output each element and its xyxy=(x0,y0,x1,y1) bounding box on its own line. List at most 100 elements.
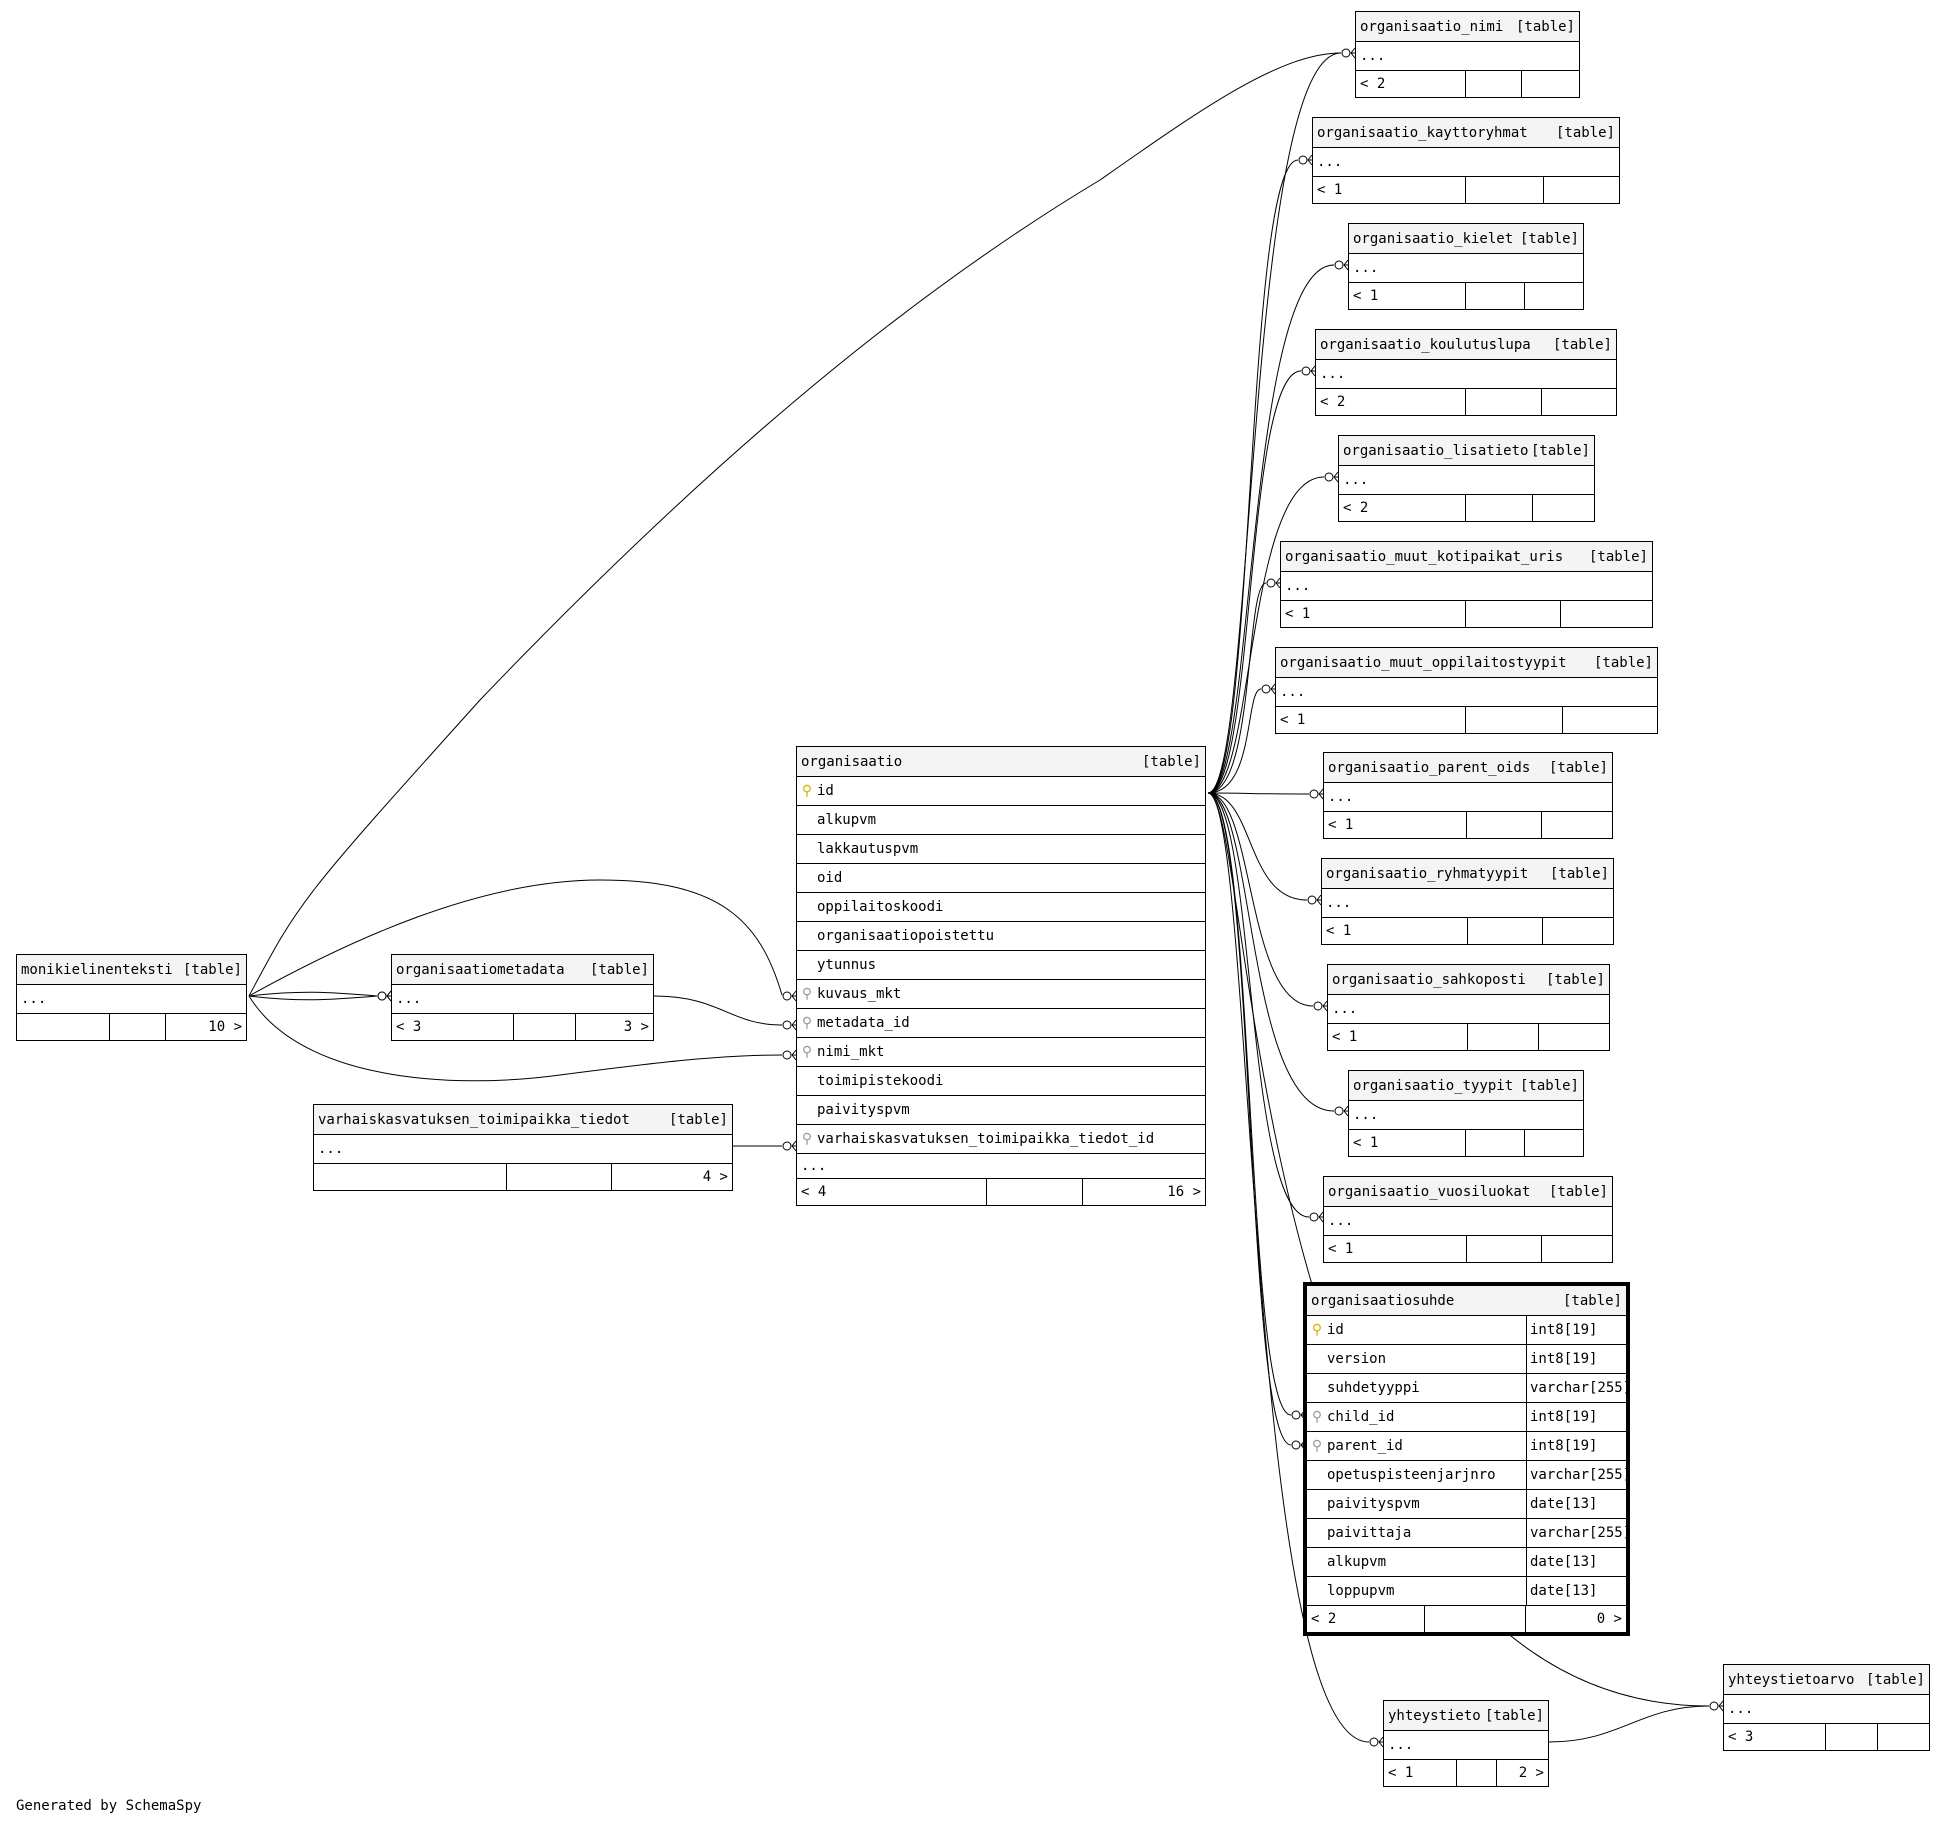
foreign-key-icon: ⚲ xyxy=(1311,1438,1323,1454)
table-name: organisaatio_tyypit xyxy=(1353,1077,1514,1094)
table-name: varhaiskasvatuksen_toimipaikka_tiedot xyxy=(318,1111,630,1128)
table-organisaatio_nimi[interactable]: organisaatio_nimi[table] ... < 2 xyxy=(1355,11,1580,98)
table-organisaatio_sahkoposti[interactable]: organisaatio_sahkoposti[table] ... < 1 xyxy=(1327,964,1610,1051)
table-name: monikielinenteksti xyxy=(21,961,173,978)
table-footer: < 3 xyxy=(1724,1724,1929,1750)
link-organisaatio-organisaatio_muut_kotipaikat_uris xyxy=(1207,582,1267,794)
parents-count: < 2 xyxy=(1339,495,1466,521)
column-row[interactable]: ⚲id xyxy=(797,777,1205,806)
column-type: int8[19] xyxy=(1526,1432,1626,1460)
table-footer: < 1 xyxy=(1313,177,1619,203)
table-tag: [table] xyxy=(1555,124,1615,141)
table-name: yhteystietoarvo xyxy=(1728,1671,1855,1688)
column-row[interactable]: ytunnus xyxy=(797,951,1205,980)
parents-count: < 1 xyxy=(1313,177,1466,203)
table-name: organisaatiosuhde xyxy=(1311,1292,1455,1309)
table-organisaatio_koulutuslupa[interactable]: organisaatio_koulutuslupa[table] ... < 2 xyxy=(1315,329,1617,416)
collapsed-columns: ... xyxy=(1281,572,1652,601)
column-row[interactable]: oid xyxy=(797,864,1205,893)
table-tag: [table] xyxy=(1865,1671,1925,1688)
organisaatiometadata-second-zero-marker xyxy=(377,991,387,1001)
table-organisaatio_parent_oids[interactable]: organisaatio_parent_oids[table] ... < 1 xyxy=(1323,752,1613,839)
link-organisaatio-yhteystieto xyxy=(1207,792,1370,1743)
table-tag: [table] xyxy=(1549,865,1609,882)
column-type: varchar[255] xyxy=(1526,1519,1631,1547)
column-row[interactable]: ⚲metadata_id xyxy=(797,1009,1205,1038)
column-name: alkupvm xyxy=(817,812,877,828)
column-name: metadata_id xyxy=(817,1015,910,1031)
column-row[interactable]: lakkautuspvm xyxy=(797,835,1205,864)
column-row[interactable]: oppilaitoskoodi xyxy=(797,893,1205,922)
column-name: ytunnus xyxy=(817,957,877,973)
collapsed-columns: ... xyxy=(314,1135,732,1164)
column-row[interactable]: opetuspisteenjarjnro varchar[255] xyxy=(1307,1461,1631,1490)
column-type: varchar[255] xyxy=(1526,1461,1631,1489)
varhaiskasvatuksen_toimipaikka_tiedot_id-zero-marker xyxy=(782,1141,792,1151)
table-organisaatio_muut_oppilaitostyypit[interactable]: organisaatio_muut_oppilaitostyypit[table… xyxy=(1275,647,1658,734)
column-row[interactable]: toimipistekoodi xyxy=(797,1067,1205,1096)
table-monikielinenteksti[interactable]: monikielinenteksti[table] ... 10 > xyxy=(16,954,247,1041)
column-name: paivityspvm xyxy=(817,1102,910,1118)
columns-count xyxy=(1466,495,1533,521)
collapsed-columns: ... xyxy=(1384,1731,1548,1760)
column-name: version xyxy=(1327,1351,1387,1367)
column-row[interactable]: paivityspvm xyxy=(797,1096,1205,1125)
columns-count xyxy=(1466,283,1525,309)
table-tag: [table] xyxy=(1593,654,1653,671)
column-name: opetuspisteenjarjnro xyxy=(1327,1467,1496,1483)
kuvaus_mkt-zero-marker xyxy=(782,991,792,1001)
metadata_id-zero-marker xyxy=(782,1020,792,1030)
table-footer: < 1 xyxy=(1324,812,1612,838)
children-count xyxy=(1563,707,1657,733)
table-tag: [table] xyxy=(589,961,649,978)
organisaatio_ryhmatyypit-crowfoot-marker xyxy=(1316,894,1322,906)
table-organisaatio_kielet[interactable]: organisaatio_kielet[table] ... < 1 xyxy=(1348,223,1584,310)
column-type: int8[19] xyxy=(1526,1316,1626,1344)
link-organisaatio-organisaatio_parent_oids xyxy=(1207,792,1310,795)
link-monikielinenteksti-nimi_mkt xyxy=(248,995,783,1082)
column-row[interactable]: organisaatiopoistettu xyxy=(797,922,1205,951)
column-row[interactable]: alkupvm xyxy=(797,806,1205,835)
table-organisaatio_kayttoryhmat[interactable]: organisaatio_kayttoryhmat[table] ... < 1 xyxy=(1312,117,1620,204)
children-count xyxy=(1543,918,1613,944)
table-organisaatio_muut_kotipaikat_uris[interactable]: organisaatio_muut_kotipaikat_uris[table]… xyxy=(1280,541,1653,628)
organisaatio_ryhmatyypit-zero-marker xyxy=(1307,895,1317,905)
table-organisaatio_lisatieto[interactable]: organisaatio_lisatieto[table] ... < 2 xyxy=(1338,435,1595,522)
varhaiskasvatuksen_toimipaikka_tiedot_id-crowfoot-marker xyxy=(791,1140,797,1152)
table-tag: [table] xyxy=(1552,336,1612,353)
table-name: organisaatio_sahkoposti xyxy=(1332,971,1526,988)
table-organisaatio_vuosiluokat[interactable]: organisaatio_vuosiluokat[table] ... < 1 xyxy=(1323,1176,1613,1263)
column-row[interactable]: ⚲nimi_mkt xyxy=(797,1038,1205,1067)
parents-count: < 1 xyxy=(1324,1236,1467,1262)
children-count: 2 > xyxy=(1518,1765,1544,1781)
collapsed-columns: ... xyxy=(1724,1695,1929,1724)
primary-key-icon: ⚲ xyxy=(801,783,813,799)
metadata_id-crowfoot-marker xyxy=(791,1019,797,1031)
column-row[interactable]: ⚲varhaiskasvatuksen_toimipaikka_tiedot_i… xyxy=(797,1125,1205,1154)
table-tag: [table] xyxy=(1515,18,1575,35)
table-yhteystietoarvo[interactable]: yhteystietoarvo [table] ... < 3 xyxy=(1723,1664,1930,1751)
table-organisaatio_tyypit[interactable]: organisaatio_tyypit[table] ... < 1 xyxy=(1348,1070,1584,1157)
table-organisaatio[interactable]: organisaatio[table] ⚲id alkupvm lakkautu… xyxy=(796,746,1206,1206)
columns-count xyxy=(1466,707,1563,733)
organisaatio_nimi-zero-marker xyxy=(1341,48,1351,58)
columns-count xyxy=(1466,177,1544,203)
column-row[interactable]: ⚲kuvaus_mkt xyxy=(797,980,1205,1009)
table-organisaatio_ryhmatyypit[interactable]: organisaatio_ryhmatyypit[table] ... < 1 xyxy=(1321,858,1614,945)
generated-by-credit: Generated by SchemaSpy xyxy=(16,1798,202,1814)
column-name: suhdetyyppi xyxy=(1327,1380,1420,1396)
table-varhaiskasvatuksen_toimipaikka_tiedot[interactable]: varhaiskasvatuksen_toimipaikka_tiedot[ta… xyxy=(313,1104,733,1191)
